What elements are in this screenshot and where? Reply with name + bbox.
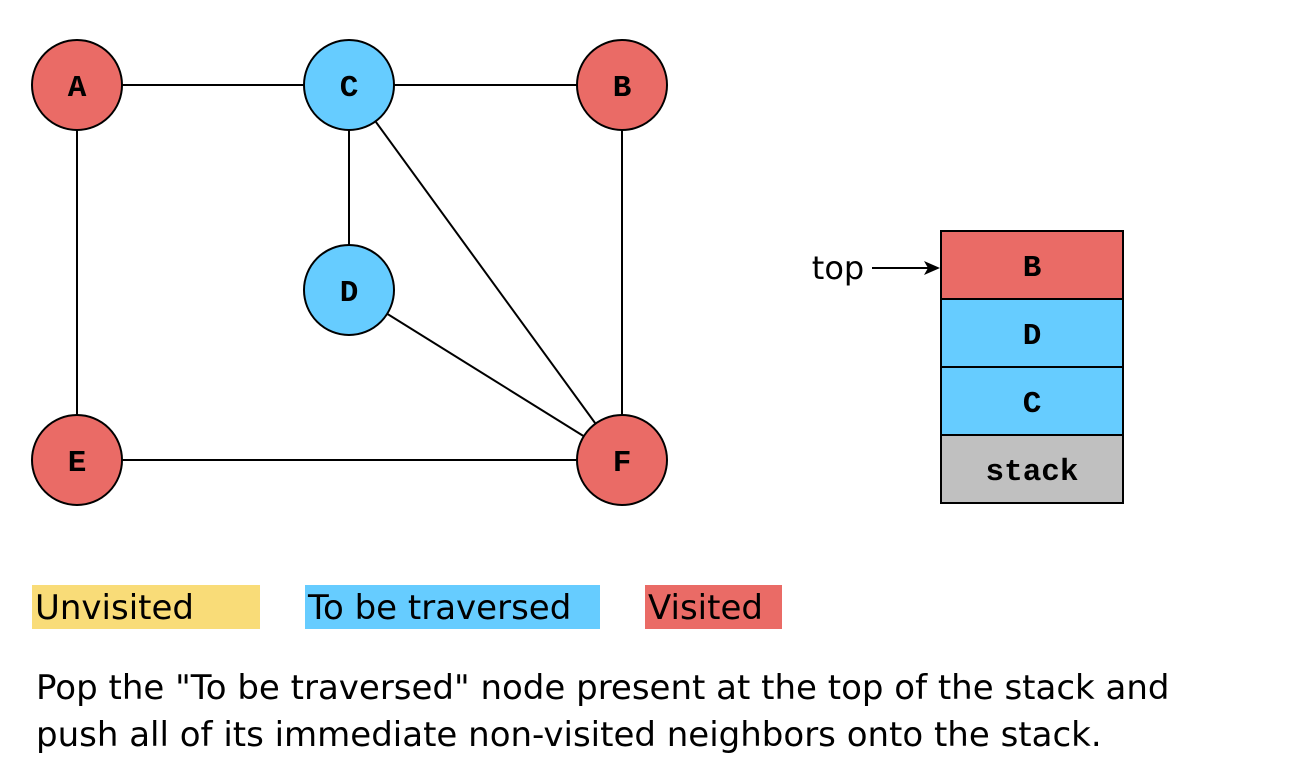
edge-d-f [348, 289, 623, 461]
node-label: F [613, 446, 632, 481]
node-circle [303, 244, 395, 336]
stack-item: C [940, 366, 1124, 436]
legend-label: Unvisited [35, 588, 194, 628]
node-label: E [68, 446, 87, 481]
stack-item-box [940, 230, 1124, 300]
stack-base: stack [940, 434, 1124, 504]
node-c: C [303, 39, 395, 131]
legend-item-unvisited: Unvisited [32, 585, 260, 629]
stack-item-label: D [1023, 319, 1042, 354]
caption-line-2: push all of its immediate non-visited ne… [36, 715, 1102, 755]
stack-base-box [940, 434, 1124, 504]
node-label: A [68, 71, 87, 106]
node-circle [31, 39, 123, 131]
legend-item-to-be-traversed: To be traversed [305, 585, 600, 629]
stack-item-label: B [1023, 251, 1042, 286]
legend-item-visited: Visited [645, 585, 782, 629]
node-label: B [613, 71, 632, 106]
node-circle [303, 39, 395, 131]
legend-swatch [305, 585, 600, 629]
node-label: D [340, 276, 359, 311]
stack-base-label: stack [985, 455, 1078, 490]
stack-item: D [940, 298, 1124, 368]
legend-label: To be traversed [307, 588, 571, 628]
node-circle [576, 39, 668, 131]
stack-top-arrowhead [924, 261, 940, 275]
legend: Unvisited To be traversed Visited [32, 585, 782, 629]
node-d: D [303, 244, 395, 336]
legend-swatch [32, 585, 260, 629]
legend-swatch [645, 585, 782, 629]
stack-item: B [940, 230, 1124, 300]
node-e: E [31, 414, 123, 506]
edge-c-f [348, 84, 623, 461]
stack-top-pointer-label: top [812, 249, 864, 287]
node-label: C [340, 71, 359, 106]
node-circle [576, 414, 668, 506]
node-b: B [576, 39, 668, 131]
caption-line-1: Pop the "To be traversed" node present a… [36, 668, 1170, 708]
node-a: A [31, 39, 123, 131]
graph-nodes: A C B D E F [31, 39, 668, 506]
stack-item-label: C [1023, 387, 1042, 422]
legend-label: Visited [648, 588, 763, 628]
node-f: F [576, 414, 668, 506]
node-circle [31, 414, 123, 506]
